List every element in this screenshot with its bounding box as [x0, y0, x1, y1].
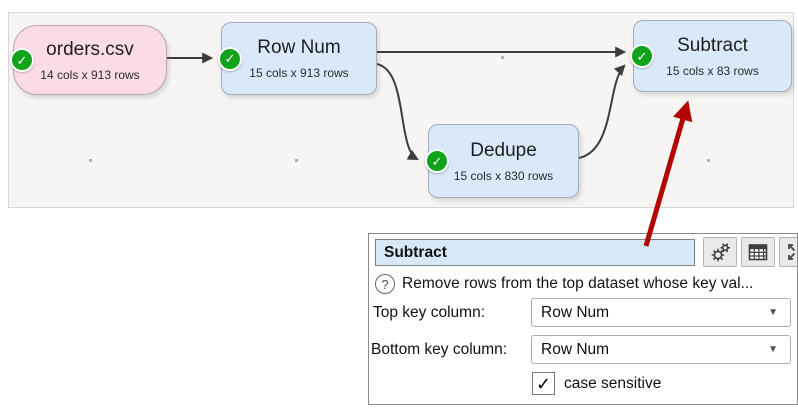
- case-sensitive-checkbox[interactable]: ✓: [532, 372, 555, 395]
- bottom-key-column-label: Bottom key column:: [371, 341, 508, 358]
- success-check-icon: ✓: [10, 48, 34, 72]
- success-check-icon: ✓: [218, 46, 242, 71]
- node-title: Dedupe: [470, 139, 537, 161]
- node-title: Subtract: [677, 34, 748, 56]
- gears-icon: [711, 243, 731, 262]
- node-dedupe[interactable]: ✓ Dedupe 15 cols x 830 rows: [425, 124, 579, 198]
- bottom-key-column-select[interactable]: Row Num ▼: [531, 335, 791, 364]
- success-check-icon: ✓: [630, 44, 654, 68]
- case-sensitive-row: ✓ case sensitive: [532, 372, 661, 395]
- node-name-field[interactable]: Subtract: [375, 239, 695, 266]
- node-dimensions: 14 cols x 913 rows: [40, 67, 140, 82]
- chevron-down-icon: ▼: [768, 306, 778, 318]
- node-row-num[interactable]: ✓ Row Num 15 cols x 913 rows: [218, 22, 377, 95]
- top-key-column-label: Top key column:: [373, 304, 485, 321]
- top-key-column-select[interactable]: Row Num ▼: [531, 298, 791, 327]
- help-text: Remove rows from the top dataset whose k…: [402, 275, 754, 292]
- table-view-button[interactable]: [741, 237, 775, 267]
- node-dimensions: 15 cols x 913 rows: [249, 66, 349, 80]
- bottom-key-column-value: Row Num: [541, 341, 610, 358]
- table-icon: [748, 244, 768, 261]
- chevron-down-icon: ▼: [768, 343, 778, 355]
- node-title: orders.csv: [46, 38, 134, 60]
- node-subtract[interactable]: ✓ Subtract 15 cols x 83 rows: [630, 20, 792, 92]
- node-title: Row Num: [257, 37, 341, 58]
- node-orders-csv[interactable]: ✓ orders.csv 14 cols x 913 rows: [10, 25, 167, 95]
- expand-icon: [788, 244, 797, 260]
- node-dimensions: 15 cols x 83 rows: [666, 63, 759, 78]
- case-sensitive-label: case sensitive: [564, 374, 662, 392]
- help-question-icon[interactable]: ?: [375, 274, 395, 294]
- help-row: ? Remove rows from the top dataset whose…: [375, 272, 754, 296]
- node-dimensions: 15 cols x 830 rows: [453, 168, 554, 183]
- success-check-icon: ✓: [425, 149, 449, 173]
- top-key-column-value: Row Num: [541, 304, 610, 321]
- checkmark-icon: ✓: [535, 373, 552, 394]
- expand-button[interactable]: [779, 237, 797, 267]
- options-button[interactable]: [703, 237, 737, 267]
- properties-panel: Subtract: [368, 233, 798, 405]
